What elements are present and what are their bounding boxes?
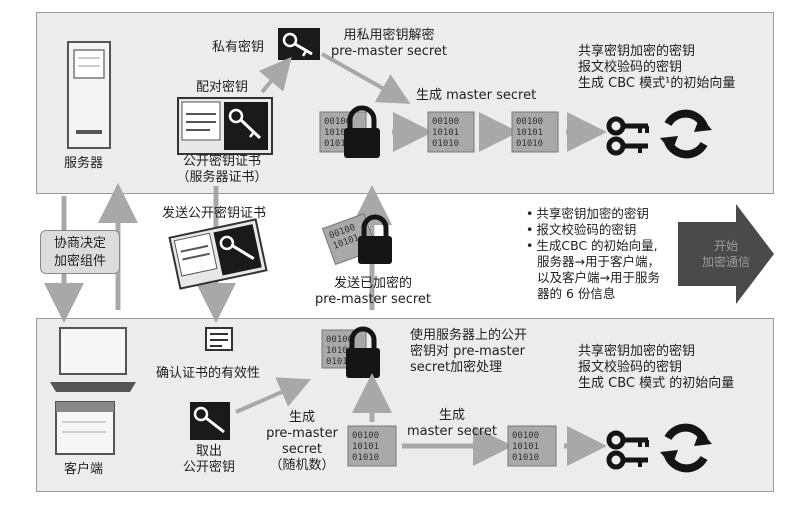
client-keys-line-2: 报文校验码的密钥: [578, 360, 683, 375]
pair-key-label: 配对密钥: [196, 80, 249, 95]
gen-master-label: 生成 master secret: [400, 408, 504, 440]
svg-text:01010: 01010: [516, 139, 543, 149]
certificate-icon: [177, 97, 273, 155]
decrypt-arrow: [321, 52, 411, 104]
gen-premaster-line-3: secret: [281, 442, 323, 457]
server-icon: [67, 41, 111, 149]
decrypt-label-line-2: pre-master secret: [330, 44, 448, 59]
svg-text:10101: 10101: [352, 442, 379, 452]
key-icon: [606, 116, 649, 156]
verify-cert-label: 确认证书的有效性: [156, 366, 261, 381]
gen-premaster-line-2: pre-master: [266, 426, 338, 441]
send-secret-line-1: 发送已加密的: [333, 276, 412, 291]
svg-text:01010: 01010: [352, 453, 379, 463]
gen-master-line-2: master secret: [406, 424, 498, 439]
svg-text:10101: 10101: [324, 128, 351, 138]
list-item: 共享密钥加密的密钥: [526, 206, 660, 222]
key-icon: [606, 430, 649, 470]
client-label: 客户端: [64, 462, 104, 477]
client-panel: [36, 318, 774, 492]
key-icon: [190, 402, 230, 440]
svg-text:01010: 01010: [432, 139, 459, 149]
start-encryption-label: 开始 加密通信: [686, 238, 766, 270]
send-secret-label: 发送已加密的 pre-master secret: [310, 276, 436, 308]
server-keys-line-3: 生成 CBC 模式¹的初始向量: [578, 76, 736, 91]
gen-premaster-line-1: 生成: [288, 410, 315, 425]
list-item: 生成CBC 的初始向量,: [526, 238, 660, 254]
data-cube-icon: 00100 10101 01010: [507, 425, 557, 467]
generate-master-label: 生成 master secret: [416, 88, 537, 103]
svg-text:10101: 10101: [432, 128, 459, 138]
encrypt-line-1: 使用服务器上的公开: [410, 328, 528, 343]
encrypt-line-2: 密钥对 pre-master: [410, 344, 525, 359]
decrypt-label: 用私用密钥解密 pre-master secret: [326, 28, 452, 60]
svg-text:10101: 10101: [512, 442, 539, 452]
client-keys-line-1: 共享密钥加密的密钥: [578, 344, 696, 359]
server-label: 服务器: [64, 156, 104, 171]
svg-text:00100: 00100: [326, 335, 353, 345]
svg-text:00100: 00100: [352, 431, 379, 441]
server-keys-line-1: 共享密钥加密的密钥: [578, 44, 696, 59]
gen-master-line-1: 生成: [438, 408, 465, 423]
data-cube-icon: 00100 10101 01010: [347, 425, 397, 467]
cert-label: 公开密钥证书 （服务器证书）: [162, 154, 282, 186]
document-icon: [205, 327, 233, 351]
list-item: 以及客户端→用于服务: [537, 270, 660, 285]
gen-premaster-label: 生成 pre-master secret （随机数）: [262, 410, 342, 474]
start-encryption-arrow: [678, 204, 774, 304]
cert-label-line-1: 公开密钥证书: [182, 154, 261, 169]
client-keys-line-3: 生成 CBC 模式 的初始向量: [578, 376, 735, 391]
take-key-label: 取出 公开密钥: [176, 444, 242, 476]
send-secret-line-2: pre-master secret: [314, 292, 432, 307]
negotiate-line-2: 加密组件: [53, 254, 106, 269]
svg-text:01010: 01010: [326, 357, 353, 367]
svg-text:01010: 01010: [512, 453, 539, 463]
private-key-label: 私有密钥: [212, 40, 265, 55]
start-encryption-line-2: 加密通信: [701, 255, 750, 269]
svg-text:00100: 00100: [432, 117, 459, 127]
list-item: 服务器→用于客户端，: [537, 254, 660, 269]
encrypt-label: 使用服务器上的公开 密钥对 pre-master secret加密处理: [410, 328, 527, 376]
svg-text:10101: 10101: [326, 346, 353, 356]
svg-text:10101: 10101: [516, 128, 543, 138]
data-cube-icon: 00100 10101 01010: [511, 111, 559, 153]
refresh-icon: [660, 423, 712, 473]
svg-text:00100: 00100: [516, 117, 543, 127]
client-keys-label: 共享密钥加密的密钥 报文校验码的密钥 生成 CBC 模式 的初始向量: [578, 344, 734, 392]
lock-icon: [358, 214, 392, 264]
list-item: 报文校验码的密钥: [526, 222, 660, 238]
lock-icon: [346, 326, 380, 378]
gen-premaster-line-4: （随机数）: [269, 458, 335, 473]
server-keys-line-2: 报文校验码的密钥: [578, 60, 683, 75]
cert-label-line-2: （服务器证书）: [176, 170, 268, 185]
svg-text:01010: 01010: [324, 139, 351, 149]
browser-window-icon: [55, 401, 115, 455]
certificate-icon: [168, 218, 268, 290]
pair-arrow: [258, 56, 292, 94]
take-key-line-2: 公开密钥: [182, 460, 235, 475]
list-item: 器的 6 份信息: [537, 286, 616, 301]
encrypt-line-3: secret加密处理: [410, 360, 503, 375]
verify-arrow: [235, 377, 311, 414]
server-keys-label: 共享密钥加密的密钥 报文校验码的密钥 生成 CBC 模式¹的初始向量: [578, 44, 735, 92]
svg-text:00100: 00100: [512, 431, 539, 441]
svg-text:00100: 00100: [324, 117, 351, 127]
lock-icon: [344, 105, 380, 158]
decrypt-label-line-1: 用私用密钥解密: [343, 28, 435, 43]
negotiate-line-1: 协商决定: [53, 236, 106, 251]
key-icon: [278, 28, 320, 60]
take-key-line-1: 取出: [195, 444, 222, 459]
laptop-icon: [50, 327, 136, 392]
send-cert-label: 发送公开密钥证书: [162, 206, 267, 221]
key-material-list: 共享密钥加密的密钥 报文校验码的密钥 生成CBC 的初始向量, 服务器→用于客户…: [526, 206, 660, 302]
negotiate-cipher-box: 协商决定 加密组件: [40, 230, 120, 274]
start-encryption-line-1: 开始: [713, 239, 738, 253]
data-cube-icon: 00100 10101 01010: [427, 111, 475, 153]
refresh-icon: [660, 109, 712, 159]
